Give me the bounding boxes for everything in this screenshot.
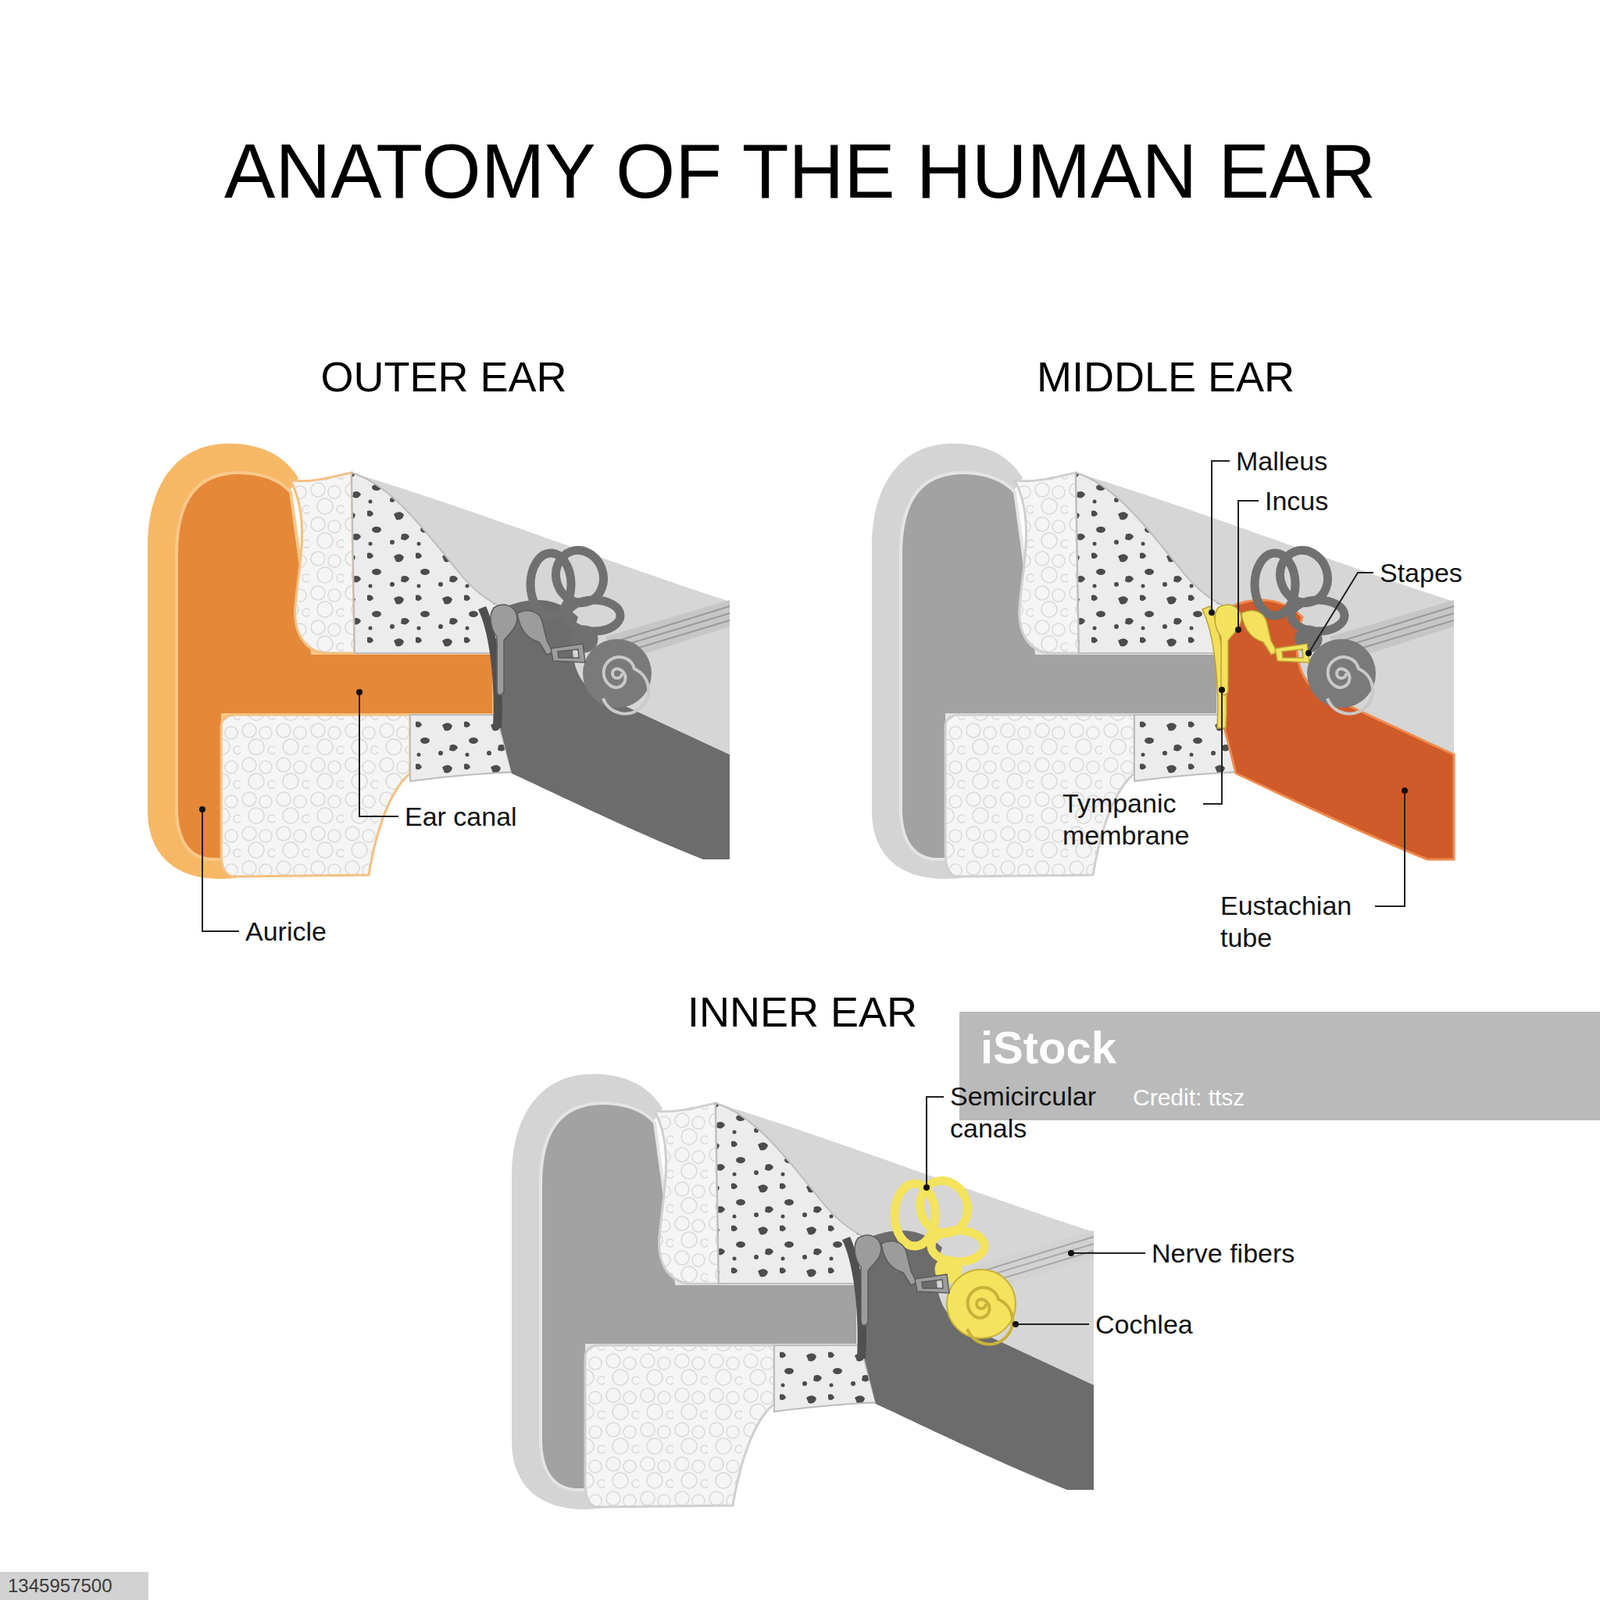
outer-ear-figure	[147, 443, 730, 879]
middle-ear-figure	[1214, 604, 1310, 695]
part-label: Ear canal	[404, 800, 518, 833]
outer-ear-figure	[603, 657, 649, 714]
leader-dot	[356, 689, 363, 696]
leader-line	[202, 460, 1405, 1325]
part-label: Auricle	[245, 915, 327, 948]
leader-line	[926, 1096, 944, 1188]
part-label: Stapes	[1379, 557, 1463, 590]
outer-ear-figure	[351, 472, 504, 654]
outer-ear-figure	[221, 714, 411, 877]
leader-line	[359, 692, 399, 817]
leader-line	[1071, 1252, 1146, 1254]
inner-ear-figure	[654, 1103, 719, 1284]
middle-ear-figure	[1327, 657, 1373, 714]
leader-dot	[199, 609, 1408, 1328]
middle-ear-figure	[871, 443, 1454, 879]
leader-dot	[1305, 650, 1312, 657]
outer-ear-figure	[290, 472, 355, 654]
part-label: Incus	[1264, 485, 1329, 518]
leader-line	[1238, 500, 1259, 630]
leader-line	[1308, 572, 1374, 654]
inner-ear-figure	[585, 1345, 775, 1508]
part-label: Tympanic membrane	[1062, 787, 1204, 852]
diagram-title: ANATOMY OF THE HUMAN EAR	[224, 132, 1376, 210]
middle-ear-figure	[1075, 472, 1229, 654]
leader-line	[202, 809, 240, 932]
id-box	[0, 1571, 149, 1600]
leader-dot	[1235, 626, 1242, 633]
leader-dot	[1401, 787, 1408, 794]
part-label: Cochlea	[1095, 1308, 1193, 1341]
part-label: Nerve fibers	[1151, 1237, 1295, 1270]
leader-line	[1203, 689, 1222, 804]
section-heading: MIDDLE EAR	[1036, 355, 1295, 398]
leader-dot	[1067, 1250, 1075, 1257]
watermark: iStock	[980, 1025, 1117, 1071]
leader-dot	[1208, 609, 1215, 616]
image-id: 1345957500	[7, 1576, 112, 1596]
leader-dot	[1012, 1321, 1019, 1328]
part-label: Eustachian tube	[1220, 889, 1369, 954]
leader-dot	[923, 1184, 930, 1191]
watermark: Credit: ttsz	[1132, 1085, 1245, 1110]
part-label: Semicircular canals	[950, 1080, 1122, 1145]
leader-line	[1211, 460, 1230, 613]
inner-ear-figure	[715, 1103, 868, 1284]
inner-ear-figure	[967, 1287, 1013, 1344]
section-heading: OUTER EAR	[320, 355, 567, 398]
leader-dot	[1218, 686, 1225, 693]
part-label: Malleus	[1235, 445, 1328, 478]
leader-line	[1015, 1323, 1090, 1325]
inner-ear-figure	[854, 1235, 950, 1325]
section-heading: INNER EAR	[687, 990, 918, 1033]
outer-ear-figure	[490, 604, 586, 695]
leader-line	[1375, 790, 1405, 907]
middle-ear-figure	[1014, 472, 1079, 654]
leader-dot	[199, 806, 206, 813]
